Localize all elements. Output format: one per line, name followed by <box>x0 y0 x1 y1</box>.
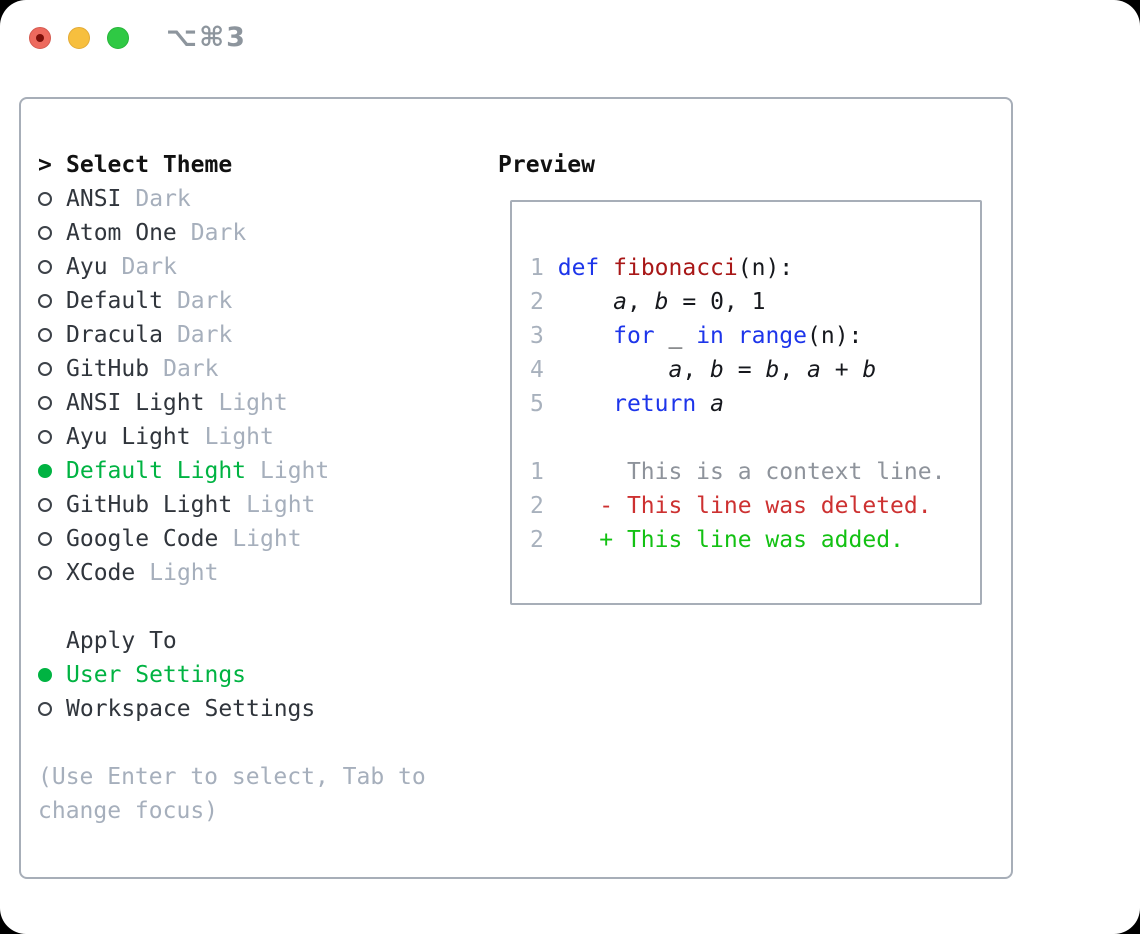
radio-icon <box>38 430 52 444</box>
option-label: User Settings <box>66 662 247 688</box>
spacer <box>38 590 426 624</box>
theme-option[interactable]: Ayu Light Light <box>38 420 426 454</box>
radio-icon <box>38 260 52 274</box>
radio-icon <box>38 362 52 376</box>
code-line <box>530 421 980 455</box>
select-theme-title: Select Theme <box>66 152 233 178</box>
preview-title: Preview <box>498 152 595 178</box>
close-button[interactable] <box>29 27 51 49</box>
code-line: 2 - This line was deleted. <box>530 493 932 519</box>
variant-badge: Dark <box>163 356 219 382</box>
titlebar: ⌥⌘3 <box>0 0 1140 76</box>
theme-option[interactable]: GitHub Light Light <box>38 488 426 522</box>
code-line: 4 a, b = b, a + b <box>530 357 877 383</box>
option-label: ANSI Light <box>66 390 205 416</box>
cursor-indicator: > <box>38 152 52 178</box>
option-label: Atom One <box>66 220 177 246</box>
apply-option[interactable]: User Settings <box>38 658 426 692</box>
option-label: GitHub Light <box>66 492 233 518</box>
radio-icon <box>38 226 52 240</box>
theme-option[interactable]: Atom One Dark <box>38 216 426 250</box>
record-dot-icon <box>36 34 44 42</box>
radio-icon <box>38 498 52 512</box>
select-theme-heading: > Select Theme <box>38 148 426 182</box>
radio-icon <box>38 328 52 342</box>
variant-badge: Light <box>232 526 302 552</box>
line-number: 2 <box>530 493 544 519</box>
radio-icon <box>38 396 52 410</box>
variant-badge: Dark <box>135 186 191 212</box>
radio-icon <box>38 532 52 546</box>
option-label: Ayu <box>66 254 108 280</box>
line-number: 3 <box>530 323 544 349</box>
variant-badge: Light <box>246 492 316 518</box>
window-shortcut-label: ⌥⌘3 <box>166 22 247 53</box>
theme-option[interactable]: Google Code Light <box>38 522 426 556</box>
zoom-button[interactable] <box>107 27 129 49</box>
preview-code: 1 def fibonacci(n): 2 a, b = 0, 1 3 for _ … <box>512 202 980 557</box>
spacer <box>38 726 426 760</box>
option-label: Default Light <box>66 458 247 484</box>
option-label: XCode <box>66 560 136 586</box>
variant-badge: Dark <box>121 254 177 280</box>
radio-icon <box>38 702 52 716</box>
option-label: Google Code <box>66 526 219 552</box>
code-line: 5 return a <box>530 391 724 417</box>
radio-icon <box>38 566 52 580</box>
theme-option[interactable]: Dracula Dark <box>38 318 426 352</box>
theme-option[interactable]: ANSI Dark <box>38 182 426 216</box>
variant-badge: Dark <box>190 220 247 246</box>
variant-badge: Light <box>260 458 330 484</box>
theme-option[interactable]: ANSI Light Light <box>38 386 426 420</box>
line-number: 2 <box>530 527 544 553</box>
line-number: 1 <box>530 255 544 281</box>
radio-selected-icon <box>38 668 52 682</box>
preview-pane: 1 def fibonacci(n): 2 a, b = 0, 1 3 for _ … <box>510 200 982 605</box>
minimize-button[interactable] <box>68 27 90 49</box>
radio-icon <box>38 192 52 206</box>
help-text-line-2: change focus) <box>38 798 219 824</box>
code-line: 3 for _ in range(n): <box>530 323 863 349</box>
theme-option[interactable]: XCode Light <box>38 556 426 590</box>
option-label: GitHub <box>66 356 150 382</box>
variant-badge: Dark <box>176 288 233 314</box>
code-line: 2 a, b = 0, 1 <box>530 289 766 315</box>
option-label: Workspace Settings <box>66 696 316 722</box>
apply-option[interactable]: Workspace Settings <box>38 692 426 726</box>
theme-option[interactable]: GitHub Dark <box>38 352 426 386</box>
code-line: 2 + This line was added. <box>530 527 904 553</box>
variant-badge: Dark <box>176 322 233 348</box>
line-number: 4 <box>530 357 544 383</box>
variant-badge: Light <box>218 390 288 416</box>
variant-badge: Light <box>149 560 219 586</box>
option-label: Ayu Light <box>66 424 191 450</box>
radio-selected-icon <box>38 464 52 478</box>
code-line: 1 def fibonacci(n): <box>530 255 794 281</box>
option-label: Default <box>66 288 163 314</box>
line-number: 2 <box>530 289 544 315</box>
radio-icon <box>38 294 52 308</box>
traffic-lights <box>29 27 129 49</box>
theme-option[interactable]: Default Light Light <box>38 454 426 488</box>
theme-option[interactable]: Ayu Dark <box>38 250 426 284</box>
apply-to-title: Apply To <box>66 628 177 654</box>
code-line: 1 This is a context line. <box>530 459 946 485</box>
help-text-line-1: (Use Enter to select, Tab to <box>38 764 426 790</box>
line-number: 1 <box>530 459 544 485</box>
option-label: Dracula <box>66 322 163 348</box>
variant-badge: Light <box>204 424 274 450</box>
apply-to-heading: Apply To <box>38 624 426 658</box>
theme-option[interactable]: Default Dark <box>38 284 426 318</box>
option-label: ANSI <box>66 186 122 212</box>
line-number: 5 <box>530 391 544 417</box>
line-number <box>530 425 544 451</box>
